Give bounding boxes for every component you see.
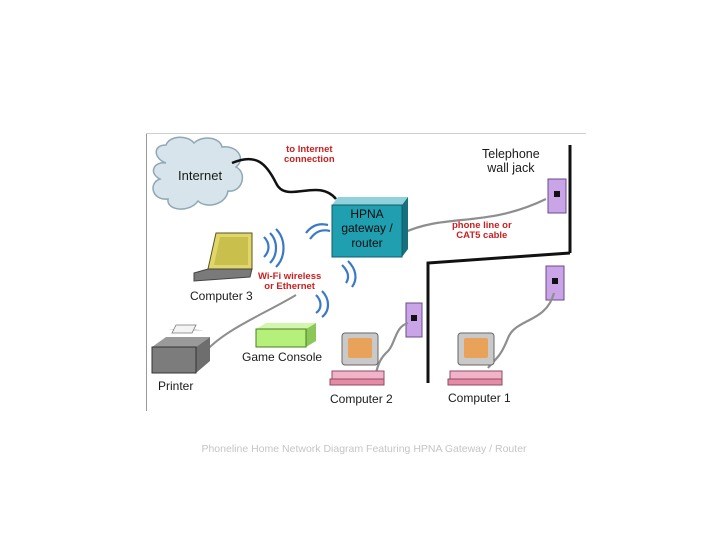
router-label: HPNA gateway / router: [332, 207, 402, 250]
computer-icon: [329, 332, 385, 386]
wall-jack-icon: [545, 265, 565, 301]
internet-label: Internet: [178, 168, 223, 183]
game-console-icon: [255, 323, 316, 348]
phone-line-line1: phone line or: [452, 220, 512, 231]
phone-line-cable: [402, 198, 547, 234]
game-console-label: Game Console: [242, 350, 323, 364]
computer2-label: Computer 2: [330, 392, 393, 406]
printer-label: Printer: [158, 379, 194, 393]
phone-line-line2: CAT5 cable: [456, 229, 508, 241]
router-line3: router: [351, 235, 383, 250]
phone-line-label: phone line or CAT5 cable: [452, 221, 512, 241]
computer3-label: Computer 3: [190, 289, 253, 303]
wall-jack-label: Telephone wall jack: [482, 147, 540, 176]
to-internet-label: to Internet connection: [284, 145, 335, 165]
cloud-icon: [152, 136, 244, 210]
router-icon: [331, 197, 408, 258]
caption: Phoneline Home Network Diagram Featuring…: [201, 443, 527, 455]
wifi-waves-icon: [263, 223, 357, 318]
wifi-label: Wi-Fi wireless or Ethernet: [258, 272, 321, 292]
computer-icon: [447, 332, 503, 386]
wifi-line1: Wi-Fi wireless: [258, 271, 322, 282]
router-line1: HPNA: [350, 207, 384, 221]
to-internet-line1: to Internet: [286, 144, 333, 155]
laptop-icon: [193, 232, 253, 282]
computer1-cable: [487, 292, 556, 369]
computer2-cable: [374, 321, 409, 374]
wifi-line2: or Ethernet: [264, 280, 315, 292]
computer1-label: Computer 1: [448, 391, 511, 405]
diagram-canvas: [146, 133, 586, 411]
wall-jack-icon: [405, 302, 423, 338]
printer-icon: [151, 324, 210, 374]
wall-jack-line1: Telephone: [482, 147, 540, 161]
internet-cable: [231, 157, 337, 200]
network-diagram: Internet to Internet connection HPNA gat…: [146, 133, 586, 411]
printer-cable: [205, 294, 297, 352]
router-line2: gateway /: [341, 221, 393, 236]
wall-jack-line2: wall jack: [487, 161, 535, 176]
to-internet-line2: connection: [284, 153, 335, 165]
wall-jack-icon: [547, 178, 567, 214]
wall-lower: [426, 251, 571, 383]
